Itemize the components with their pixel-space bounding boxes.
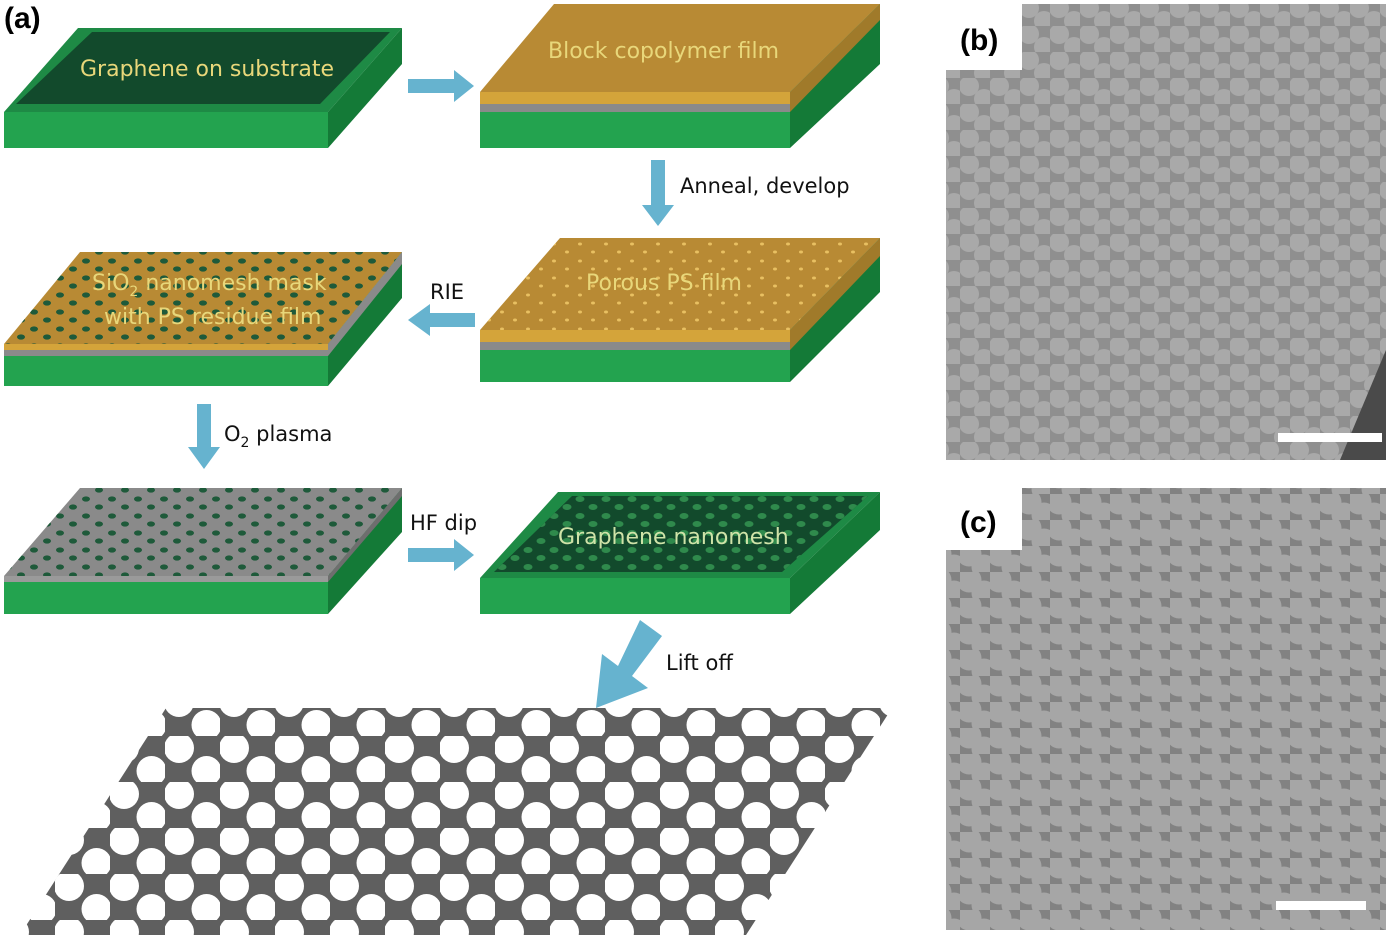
substrate-front bbox=[480, 112, 790, 148]
substrate-front bbox=[4, 582, 328, 614]
substrate-front bbox=[480, 578, 790, 614]
slab-label-graphene-nanomesh: Graphene nanomesh bbox=[558, 525, 789, 550]
arrow-down-1 bbox=[642, 160, 674, 226]
graphene-nanomesh-lattice bbox=[20, 708, 892, 935]
step-label-lift-off: Lift off bbox=[666, 651, 733, 675]
polymer-side bbox=[328, 252, 402, 356]
sem-image-b-dark-corner bbox=[1340, 350, 1386, 460]
slab-label-graphene-on-substrate: Graphene on substrate bbox=[80, 57, 334, 82]
sio2-suffix: nanomesh mask bbox=[138, 271, 327, 296]
nanomesh-holes bbox=[494, 496, 868, 572]
pore-pattern bbox=[480, 238, 880, 330]
scale-bar-b bbox=[1278, 433, 1382, 442]
slab-graphene-on-substrate: Graphene on substrate bbox=[4, 28, 402, 148]
polymer-front bbox=[480, 330, 790, 342]
panel-label-c: (c) bbox=[960, 506, 997, 539]
slab-label-block-copolymer-film: Block copolymer film bbox=[548, 39, 779, 64]
slab-side bbox=[790, 492, 880, 614]
polymer-front bbox=[480, 92, 790, 104]
silica-side bbox=[328, 488, 402, 582]
slab-block-copolymer-film: Block copolymer film bbox=[480, 4, 880, 148]
silica-front bbox=[4, 350, 328, 356]
scale-bar-c bbox=[1276, 901, 1366, 910]
arrow-right-hf bbox=[408, 539, 474, 571]
silica-front bbox=[480, 104, 790, 112]
sio2-prefix: SiO bbox=[92, 271, 129, 296]
step-label-o2-plasma: O2 plasma bbox=[224, 422, 332, 451]
arrow-lift-off bbox=[596, 620, 662, 708]
step-label-hf-dip: HF dip bbox=[410, 511, 477, 535]
sem-image-c-background bbox=[946, 488, 1386, 930]
slab-graphene-nanomesh: Graphene nanomesh bbox=[480, 492, 880, 614]
slab-label-porous-ps-film: Porous PS film bbox=[586, 271, 742, 296]
arrow-down-o2 bbox=[188, 404, 220, 469]
arrow-right-1 bbox=[408, 70, 474, 102]
substrate-front bbox=[4, 356, 328, 386]
sio2-subscript: 2 bbox=[129, 284, 138, 300]
o2-suffix: plasma bbox=[249, 422, 332, 446]
polymer-front bbox=[4, 344, 328, 350]
slab-front bbox=[4, 112, 328, 148]
panel-label-b: (b) bbox=[960, 24, 998, 57]
hole-pattern bbox=[4, 488, 402, 576]
slab-side bbox=[328, 488, 402, 614]
panel-label-c-box bbox=[946, 488, 1022, 550]
slab-label-sio2-line2: with PS residue film bbox=[104, 305, 321, 330]
o2-subscript: 2 bbox=[241, 435, 250, 451]
panel-label-b-box bbox=[946, 4, 1022, 70]
graphene-layer bbox=[16, 32, 390, 104]
slab-silica-mask bbox=[4, 488, 402, 614]
polymer-side bbox=[790, 238, 880, 350]
polymer-side bbox=[790, 4, 880, 112]
panel-label-a: (a) bbox=[4, 2, 41, 35]
o2-prefix: O bbox=[224, 422, 241, 446]
sem-image-c: (c) bbox=[946, 488, 1386, 930]
silica-front bbox=[480, 342, 790, 350]
slab-side bbox=[328, 28, 402, 148]
step-label-rie: RIE bbox=[430, 280, 464, 304]
slab-top bbox=[480, 4, 880, 92]
hole-pattern bbox=[4, 252, 402, 344]
slab-porous-ps-film: Porous PS film bbox=[480, 238, 880, 382]
substrate-front bbox=[480, 350, 790, 382]
slab-label-sio2-line1: SiO2 nanomesh mask bbox=[92, 271, 327, 300]
sem-image-b: (b) bbox=[946, 4, 1386, 460]
sem-image-b-background bbox=[946, 4, 1386, 460]
slab-sio2-nanomesh-mask: SiO2 nanomesh mask with PS residue film bbox=[4, 252, 402, 386]
arrow-left-rie bbox=[408, 304, 475, 336]
step-label-anneal-develop: Anneal, develop bbox=[680, 174, 850, 198]
silica-front bbox=[4, 576, 328, 582]
